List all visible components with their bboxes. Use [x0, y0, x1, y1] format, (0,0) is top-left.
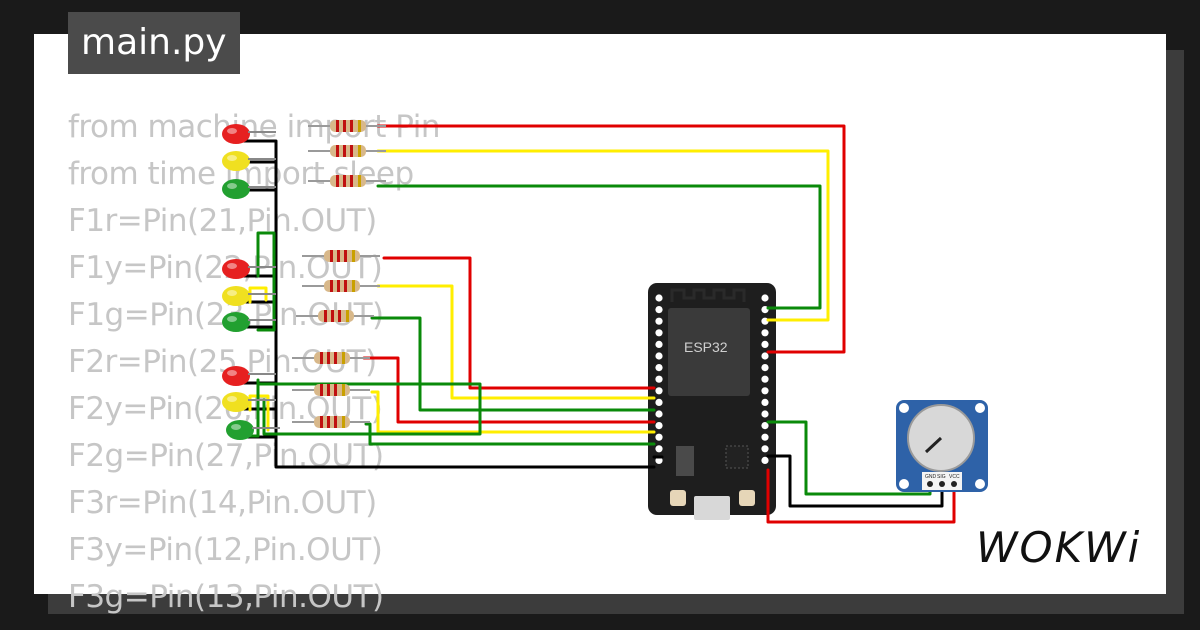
wire-f2-green — [370, 316, 656, 412]
pot-pointer — [924, 436, 943, 454]
header-pin-left[interactable] — [655, 329, 663, 337]
header-pin-left[interactable] — [655, 375, 663, 383]
wire-led-loop-1 — [256, 231, 276, 332]
header-pin-right[interactable] — [761, 445, 769, 453]
esp32-module — [668, 308, 750, 396]
led[interactable] — [222, 259, 276, 279]
led[interactable] — [222, 179, 276, 199]
code-line: F1r=Pin(21,Pin.OUT) — [68, 203, 377, 239]
esp32-label: ESP32 — [684, 339, 728, 355]
resistor-group — [292, 120, 386, 428]
pot-pin-vcc: VCC — [949, 474, 960, 480]
resistor[interactable] — [308, 120, 386, 132]
header-pin-right[interactable] — [761, 340, 769, 348]
header-pin-left[interactable] — [655, 433, 663, 441]
resistor[interactable] — [292, 416, 370, 428]
led[interactable] — [222, 366, 276, 386]
header-pin-left[interactable] — [655, 294, 663, 302]
header-pin-right[interactable] — [761, 387, 769, 395]
boot-button[interactable] — [739, 490, 755, 506]
led[interactable] — [222, 286, 276, 306]
resistor[interactable] — [292, 384, 370, 396]
header-pin-right[interactable] — [761, 456, 769, 464]
led[interactable] — [222, 124, 276, 144]
code-line: F3g=Pin(13,Pin.OUT) — [68, 579, 384, 615]
header-pin-left[interactable] — [655, 306, 663, 314]
file-tab[interactable]: main.py — [68, 12, 240, 74]
header-pin-left[interactable] — [655, 398, 663, 406]
led[interactable] — [222, 312, 276, 332]
led[interactable] — [222, 392, 276, 412]
resistor[interactable] — [302, 280, 380, 292]
header-pin-left[interactable] — [655, 410, 663, 418]
header-pin-right[interactable] — [761, 422, 769, 430]
header-pin-right[interactable] — [761, 329, 769, 337]
pot-pin-gnd: GND — [925, 474, 937, 480]
wokwi-logo: WOKWi — [976, 523, 1142, 572]
file-tab-label: main.py — [81, 22, 227, 63]
usb-chip — [725, 445, 749, 469]
code-line: F3r=Pin(14,Pin.OUT) — [68, 485, 377, 521]
header-pin-left[interactable] — [655, 422, 663, 430]
en-button[interactable] — [670, 490, 686, 506]
code-line: F3y=Pin(12,Pin.OUT) — [68, 532, 383, 568]
wire-ground — [228, 139, 656, 469]
wire-pot-gnd — [766, 454, 944, 508]
header-pin-right[interactable] — [761, 410, 769, 418]
header-pin-right[interactable] — [761, 294, 769, 302]
resistor[interactable] — [296, 310, 374, 322]
header-pin-left[interactable] — [655, 352, 663, 360]
header-pin-right[interactable] — [761, 433, 769, 441]
led[interactable] — [226, 420, 280, 440]
header-pin-left[interactable] — [655, 387, 663, 395]
wire-f1-red — [376, 124, 846, 354]
header-pin-left[interactable] — [655, 340, 663, 348]
wire-f3-yellow — [370, 390, 656, 434]
header-pin-left[interactable] — [655, 445, 663, 453]
header-pin-left[interactable] — [655, 456, 663, 464]
header-pin-right[interactable] — [761, 352, 769, 360]
pin-header-right — [761, 294, 769, 464]
wire-f3-red — [362, 356, 656, 424]
regulator — [676, 446, 694, 476]
wire-f1-yellow — [376, 149, 830, 322]
header-pin-right[interactable] — [761, 364, 769, 372]
wire-led-loop-3 — [256, 382, 482, 436]
resistor[interactable] — [308, 175, 386, 187]
header-pin-left[interactable] — [655, 364, 663, 372]
wire-f2-red — [382, 256, 656, 390]
header-pin-left[interactable] — [655, 317, 663, 325]
pin-header-left — [655, 294, 663, 464]
resistor[interactable] — [292, 352, 370, 364]
resistor[interactable] — [308, 145, 386, 157]
resistor[interactable] — [302, 250, 380, 262]
wire-pot-vcc — [766, 468, 956, 524]
led-group — [222, 124, 280, 440]
wire-f1-green — [376, 184, 822, 310]
pot-pin-sig: SIG — [937, 474, 946, 480]
led[interactable] — [222, 151, 276, 171]
header-pin-right[interactable] — [761, 398, 769, 406]
header-pin-right[interactable] — [761, 375, 769, 383]
potentiometer[interactable]: GND SIG VCC — [896, 400, 988, 492]
usb-port — [694, 496, 730, 520]
wire-ground-led-4 — [234, 274, 278, 439]
esp32-board[interactable]: ESP32 — [648, 283, 776, 520]
wire-f2-yellow — [376, 284, 656, 400]
